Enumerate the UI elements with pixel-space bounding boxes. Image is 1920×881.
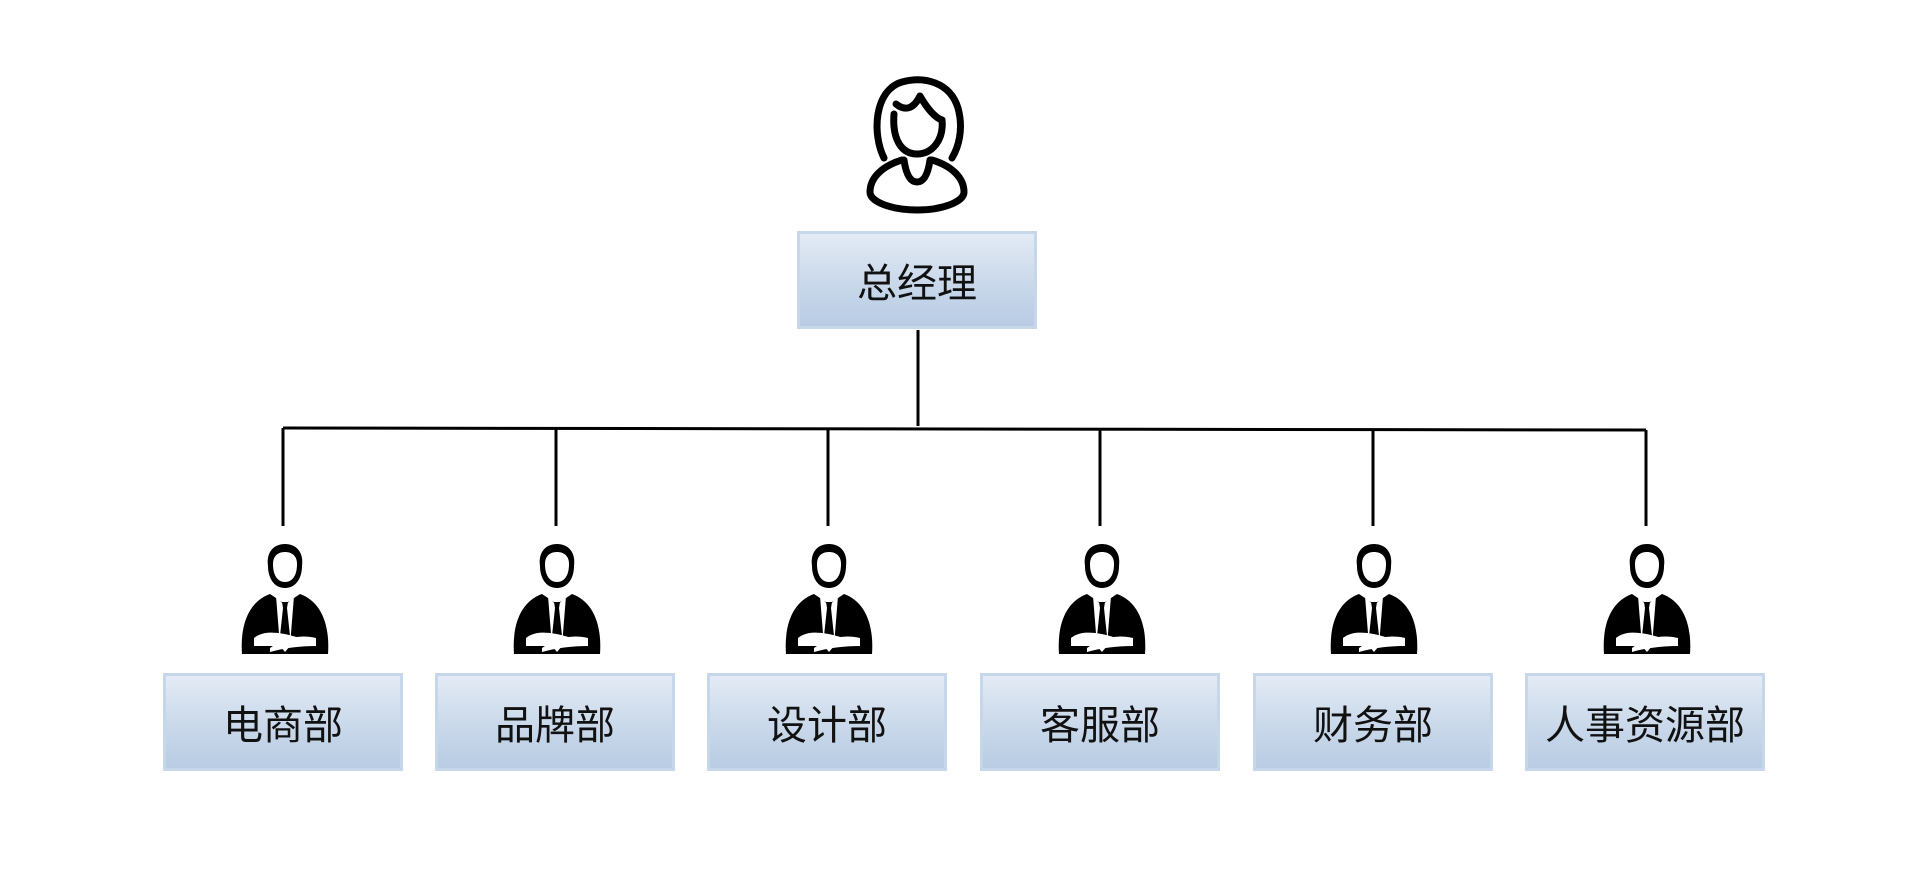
businessman-icon [240, 542, 330, 660]
businessman-icon [1329, 542, 1419, 660]
businessman-icon [1602, 542, 1692, 660]
dept-label: 设计部 [767, 703, 887, 749]
female-person-outline-icon [862, 74, 972, 216]
dept-box-ecommerce: 电商部 [163, 673, 403, 771]
businessman-icon [512, 542, 602, 660]
root-label: 总经理 [857, 261, 977, 307]
dept-box-customer-service: 客服部 [980, 673, 1220, 771]
dept-label: 电商部 [223, 703, 343, 749]
businessman-icon [1057, 542, 1147, 660]
dept-label: 客服部 [1040, 703, 1160, 749]
dept-box-design: 设计部 [707, 673, 947, 771]
dept-box-finance: 财务部 [1253, 673, 1493, 771]
dept-label: 品牌部 [495, 703, 615, 749]
dept-box-human-resources: 人事资源部 [1525, 673, 1765, 771]
root-box-general-manager: 总经理 [797, 231, 1037, 329]
dept-label: 人事资源部 [1545, 703, 1745, 749]
dept-label: 财务部 [1313, 703, 1433, 749]
horizontal-bus-line [282, 426, 1647, 432]
businessman-icon [784, 542, 874, 660]
dept-box-brand: 品牌部 [435, 673, 675, 771]
